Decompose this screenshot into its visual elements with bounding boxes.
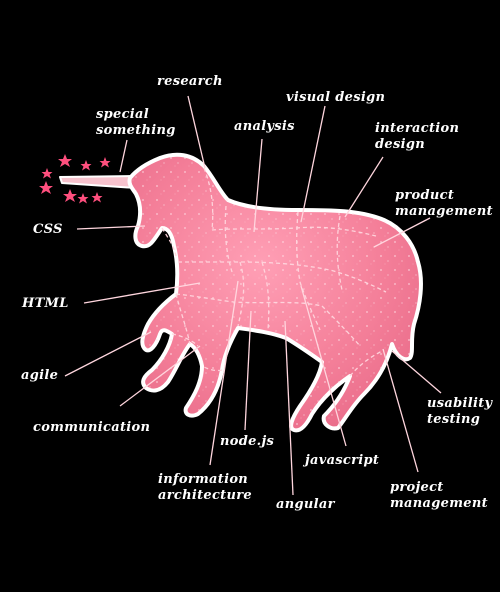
connector-agile (64, 331, 152, 377)
label-visual-design: visual design (286, 90, 386, 105)
star-icon (39, 181, 53, 194)
connector-analysis (253, 138, 263, 233)
stars-decoration (39, 154, 111, 204)
connector-research (187, 95, 206, 169)
connector-lines (64, 95, 442, 496)
label-analysis: analysis (234, 119, 295, 134)
label-information-architecture: information architecture (158, 472, 252, 503)
star-icon (91, 192, 103, 203)
connector-product-management (373, 217, 431, 248)
connector-usability-testing (391, 350, 442, 394)
connector-html (83, 282, 201, 304)
connector-visual-design (300, 105, 326, 223)
connector-angular (284, 320, 294, 496)
label-nodejs: node.js (220, 434, 275, 449)
star-icon (77, 193, 89, 204)
star-icon (99, 157, 111, 168)
connector-communication (119, 345, 201, 407)
label-javascript: javascript (305, 453, 380, 468)
connector-project-management (382, 348, 419, 473)
label-product-management: product management (395, 188, 493, 219)
section-dividers (161, 167, 387, 377)
connector-information-architecture (209, 280, 239, 466)
label-css: CSS (33, 222, 63, 237)
label-special-something: special something (96, 107, 176, 138)
unicorn-body (127, 152, 423, 433)
unicorn-horn (59, 175, 137, 189)
label-project-management: project management (390, 480, 488, 511)
label-communication: communication (33, 420, 151, 435)
star-icon (58, 154, 72, 167)
connector-css (76, 225, 146, 230)
label-usability-testing: usability testing (427, 396, 493, 427)
connector-nodejs (244, 310, 252, 431)
star-icon (63, 189, 77, 202)
star-icon (41, 168, 53, 179)
connector-interaction-design (344, 156, 384, 218)
connector-javascript (300, 285, 347, 447)
label-angular: angular (276, 497, 335, 512)
connector-special-something (119, 139, 128, 173)
star-icon (80, 160, 92, 171)
label-research: research (157, 74, 223, 89)
label-interaction-design: interaction design (375, 121, 460, 152)
label-agile: agile (21, 368, 59, 383)
label-html: HTML (22, 296, 69, 311)
